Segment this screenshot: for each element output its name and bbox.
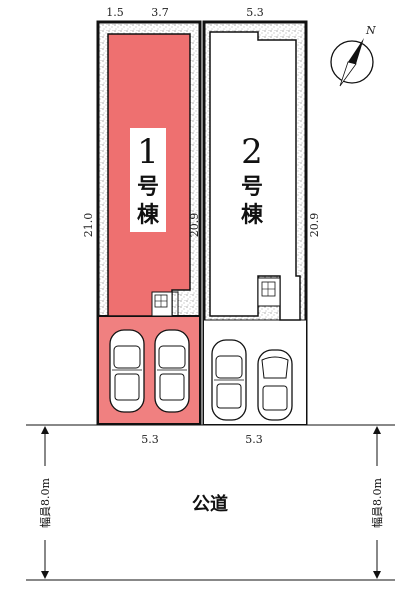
dim-side-lot1-inner: 20.9 (188, 213, 201, 238)
dim-bottom-lot2: 5.3 (245, 433, 263, 446)
building-1-kanji-2: 棟 (137, 202, 160, 228)
road-width-right: 幅員8.0m (371, 477, 384, 527)
dim-top-lot1-left: 1.5 (106, 6, 124, 19)
building-1-number: 1 (137, 132, 159, 172)
building-2-kanji-2: 棟 (241, 202, 264, 228)
compass-icon: N (330, 24, 376, 87)
dim-top-lot1-right: 3.7 (151, 6, 169, 19)
entrance-2-icon (257, 277, 281, 307)
dim-side-lot2-outer: 20.9 (308, 213, 321, 238)
dim-bottom-lot1: 5.3 (141, 433, 159, 446)
road-width-left: 幅員8.0m (39, 477, 52, 527)
building-1-kanji-1: 号 (137, 174, 159, 200)
building-1-label: 1 号 棟 (130, 128, 166, 232)
building-2-kanji-1: 号 (241, 174, 263, 200)
entrance-1-icon (151, 291, 179, 317)
building-2-number: 2 (241, 132, 263, 172)
car-icon (109, 329, 145, 413)
car-icon (154, 329, 190, 413)
building-2-label: 2 号 棟 (241, 132, 264, 228)
car-icon (257, 349, 293, 421)
dim-top-lot2: 5.3 (246, 6, 264, 19)
compass-north-label: N (365, 24, 376, 37)
road-label: 公道 (192, 493, 228, 515)
car-icon (211, 339, 247, 421)
public-road: 公道 幅員8.0m 幅員8.0m (26, 424, 395, 581)
dim-side-lot1-outer: 21.0 (82, 213, 95, 238)
